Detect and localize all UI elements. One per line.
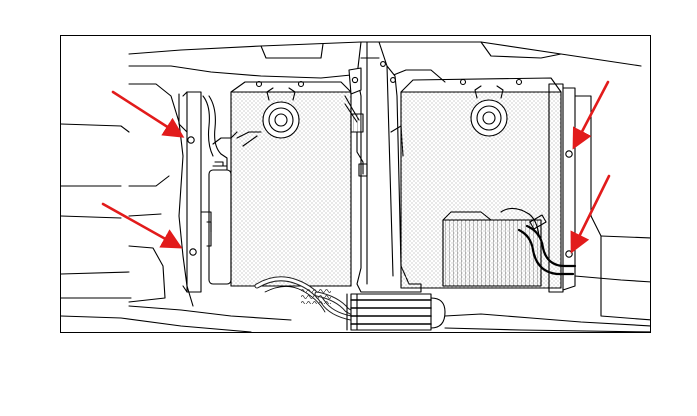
oil-cooler	[442, 219, 542, 287]
lower-left-bolt	[189, 248, 197, 256]
left-fan-hub-outer	[262, 101, 300, 139]
cooler-hose-a	[517, 228, 575, 276]
diagram-frame	[60, 35, 651, 333]
upper-right-bolt	[565, 150, 573, 158]
upper-body-panel	[128, 41, 642, 67]
lower-right-bolt	[565, 250, 573, 258]
right-side-tank	[548, 83, 564, 293]
left-fender	[128, 83, 194, 307]
lower-body-panel	[61, 271, 252, 332]
upper-bracket	[260, 43, 324, 59]
cooling-module-drawing	[61, 41, 650, 332]
receiver-drier	[208, 169, 232, 285]
right-fan-hub-outer	[470, 99, 508, 137]
cooler-hose-b	[525, 224, 577, 268]
upper-left-bolt	[187, 136, 195, 144]
left-side-tank	[186, 91, 202, 293]
